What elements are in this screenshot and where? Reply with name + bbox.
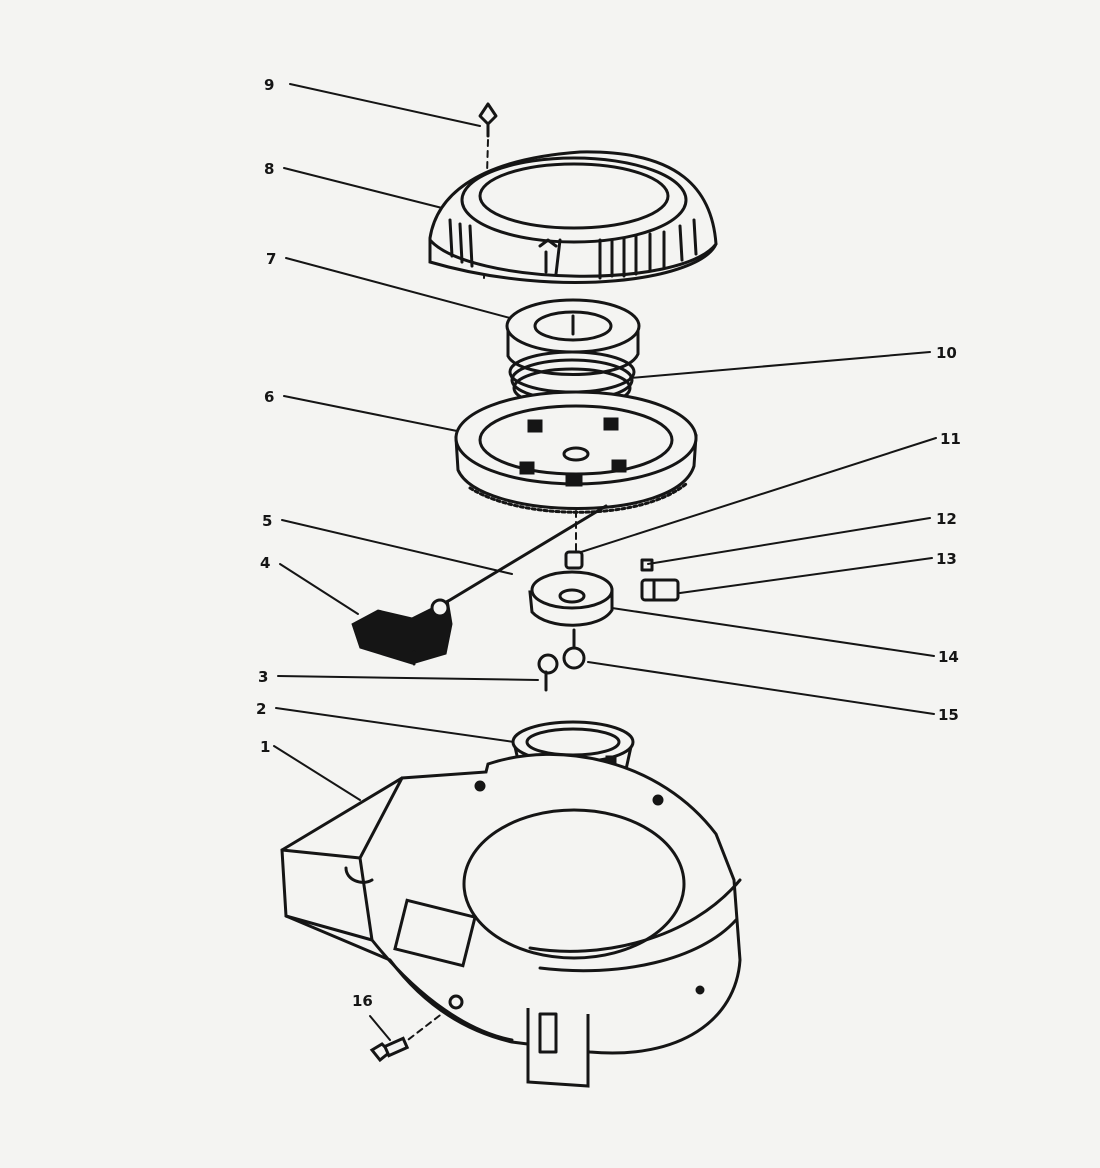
callout-16: 16 — [352, 992, 373, 1010]
callout-8: 8 — [264, 160, 274, 178]
callout-3: 3 — [258, 668, 268, 686]
callout-4: 4 — [260, 554, 270, 572]
part-9-screw — [478, 102, 498, 138]
callout-9: 9 — [264, 76, 274, 94]
part-3-pin — [537, 653, 559, 692]
part-16-bolt — [369, 1036, 410, 1063]
callout-5: 5 — [262, 512, 272, 530]
callout-13: 13 — [936, 550, 957, 568]
part-8-cover — [428, 150, 718, 284]
callout-7: 7 — [266, 250, 276, 268]
part-15-pawl — [562, 628, 586, 670]
part-5-rope — [438, 504, 608, 608]
callout-labels: 9 8 7 10 6 11 12 5 13 4 14 3 15 2 1 16 — [256, 76, 961, 1010]
callout-14: 14 — [938, 648, 959, 666]
part-13-retainer — [640, 578, 680, 602]
leader-lines — [273, 83, 937, 1047]
callout-10: 10 — [936, 344, 957, 362]
callout-12: 12 — [936, 510, 957, 528]
callout-6: 6 — [264, 388, 274, 406]
callout-11: 11 — [940, 430, 961, 448]
part-14-hub — [528, 570, 614, 627]
part-6-ring — [454, 390, 698, 514]
callout-2: 2 — [256, 700, 266, 718]
part-4-handle — [351, 598, 453, 666]
callout-1: 1 — [260, 738, 270, 756]
part-1-housing — [280, 752, 742, 1088]
part-7-pulley — [505, 298, 641, 376]
part-12-pin — [640, 558, 654, 572]
part-11-cap — [564, 550, 584, 570]
callout-15: 15 — [938, 706, 959, 724]
